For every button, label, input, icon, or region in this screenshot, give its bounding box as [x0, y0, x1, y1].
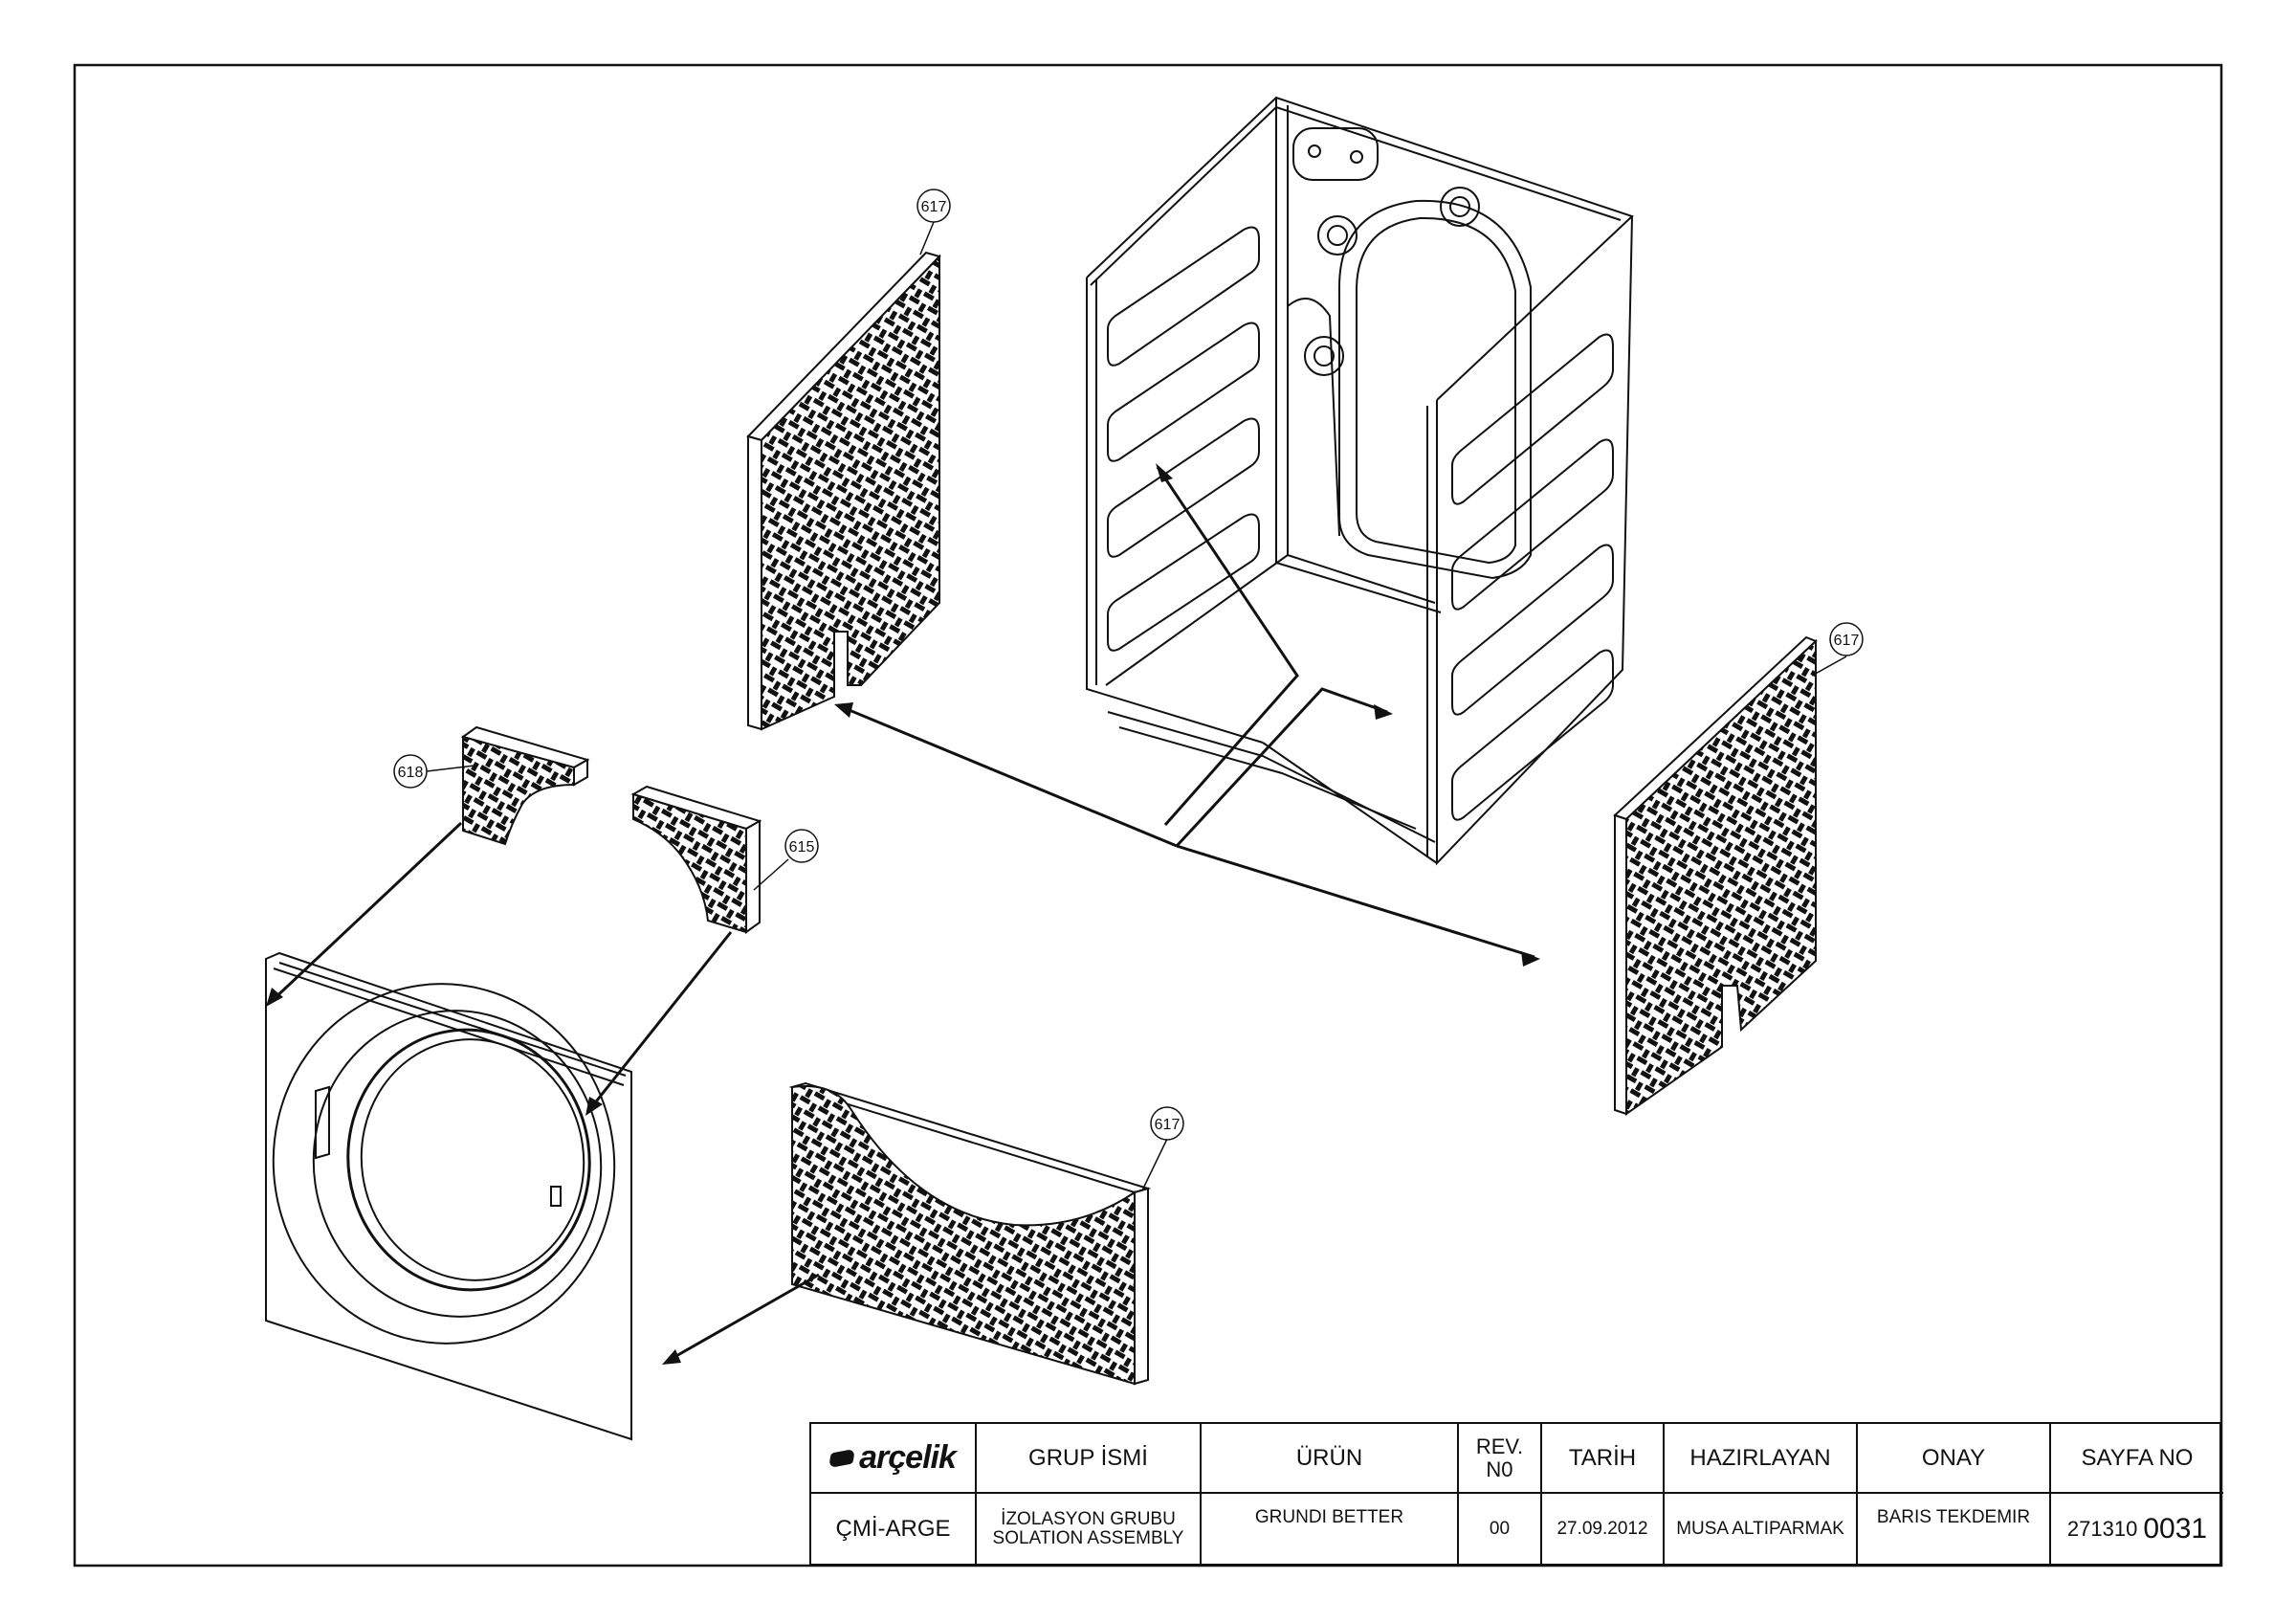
front-panel	[265, 951, 632, 1441]
value-date: 27.09.2012	[1542, 1494, 1665, 1564]
value-prepared: MUSA ALTIPARMAK	[1665, 1494, 1858, 1564]
brand-logo: arçelik	[811, 1424, 977, 1494]
value-page: 271310 0031	[2051, 1494, 2223, 1564]
title-block: arçelik GRUP İSMİ ÜRÜN REV. N0 TARİH HAZ…	[809, 1422, 2223, 1566]
callout-617-bottom: 617	[1141, 1106, 1184, 1191]
drawing-frame	[73, 63, 2223, 1567]
value-page-suffix: 0031	[2143, 1512, 2208, 1545]
callout-label: 618	[398, 765, 424, 781]
callout-615: 615	[753, 829, 819, 891]
arrow-heads	[266, 463, 1540, 1365]
callout-label: 617	[1155, 1117, 1181, 1133]
value-approval: BARIS TEKDEMIR	[1858, 1494, 2051, 1564]
assembly-arrows	[268, 466, 1535, 1363]
callout-618: 618	[393, 754, 475, 789]
value-department: ÇMİ-ARGE	[811, 1494, 977, 1564]
callout-617-right: 617	[1811, 622, 1864, 677]
insulation-piece-618	[460, 725, 590, 846]
cabinet-back-details	[1287, 127, 1532, 580]
value-group-line1: İZOLASYON GRUBU	[1001, 1508, 1176, 1529]
callout-617-back: 617	[916, 189, 951, 256]
callout-label: 617	[1834, 633, 1860, 649]
insulation-back-panel	[746, 251, 941, 731]
value-rev: 00	[1459, 1494, 1542, 1564]
header-product: ÜRÜN	[1202, 1424, 1459, 1494]
cabinet-body	[1086, 96, 1634, 866]
callout-label: 617	[921, 199, 947, 215]
cabinet-right-embossing	[1451, 333, 1614, 821]
header-prepared: HAZIRLAYAN	[1665, 1424, 1858, 1494]
value-page-prefix: 271310	[2066, 1516, 2138, 1541]
cabinet-left-embossing	[1107, 226, 1260, 652]
header-rev: REV. N0	[1459, 1424, 1542, 1494]
insulation-piece-615	[630, 785, 762, 934]
header-group: GRUP İSMİ	[977, 1424, 1202, 1494]
header-date: TARİH	[1542, 1424, 1665, 1494]
value-group: İZOLASYON GRUBU SOLATION ASSEMBLY	[977, 1494, 1202, 1564]
arcelik-logo-icon	[828, 1448, 855, 1468]
brand-logo-text: arçelik	[859, 1439, 957, 1476]
callout-label: 615	[789, 839, 815, 856]
insulation-bottom-panel	[788, 1081, 1152, 1386]
header-page: SAYFA NO	[2051, 1424, 2223, 1494]
insulation-right-panel	[1613, 635, 1818, 1116]
header-approval: ONAY	[1858, 1424, 2051, 1494]
value-group-line2: SOLATION ASSEMBLY	[992, 1527, 1184, 1548]
value-product: GRUNDI BETTER	[1202, 1494, 1459, 1564]
header-rev-text: REV. N0	[1475, 1434, 1524, 1481]
